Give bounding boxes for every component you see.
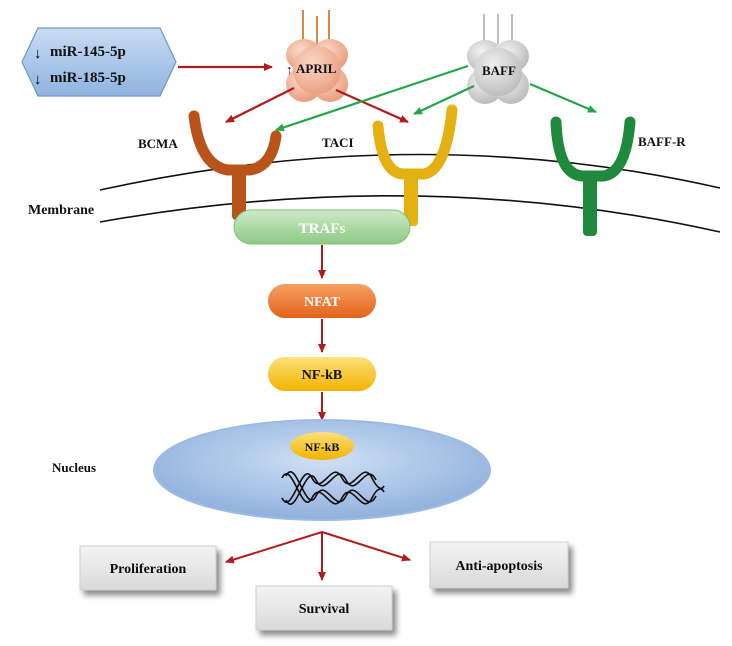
april-up-arrow: ↑ [286,62,293,77]
membrane-outer-line [99,153,721,191]
nucleus-nfkb-node [290,432,354,460]
nfat-node: NFAT [268,284,376,318]
nfkb-node: NF-kB [268,357,376,391]
baffr-label: BAFF-R [638,134,686,149]
mirna-label-1: miR-145-5p [50,44,126,60]
mirna-arrow-1: ↓ [34,46,42,62]
nfkb-label: NF-kB [302,368,342,383]
baff-label: BAFF [482,63,516,78]
arrow-to-proliferation [225,531,323,564]
arrow-baff-to-taci [413,85,475,115]
taci-label: TACI [322,135,354,150]
baff-ligand: BAFF [467,14,529,104]
bcma-receptor [188,110,282,220]
arrow-baff-to-bcma [275,64,469,132]
bcma-label: BCMA [138,136,178,151]
survival-box: Survival [255,585,393,631]
proliferation-box: Proliferation [79,545,217,591]
taci-receptor [372,104,458,226]
arrow-to-anti-apoptosis [321,531,411,562]
nfat-label: NFAT [304,295,341,310]
survival-label: Survival [299,602,350,617]
april-ligand: ↑ APRIL [286,10,348,102]
mirna-label-2: miR-185-5p [50,70,126,86]
baffr-receptor [550,116,636,236]
nucleus: NF-kB [153,419,491,521]
arrow-baff-to-baffr [529,82,597,114]
nucleus-nfkb-label: NF-kB [305,440,340,454]
april-label: APRIL [296,61,337,76]
anti-apoptosis-label: Anti-apoptosis [455,559,543,574]
dna-helix-icon [281,471,385,505]
arrow-april-to-bcma [225,87,295,123]
proliferation-label: Proliferation [110,562,187,577]
mirna-arrow-2: ↓ [34,72,42,88]
arrow-april-to-taci [335,88,409,124]
anti-apoptosis-box: Anti-apoptosis [429,541,569,589]
membrane-label: Membrane [28,203,94,218]
trafs-node: TRAFs [233,209,411,245]
nucleus-label: Nucleus [52,460,96,475]
mirna-box: ↓ miR-145-5p ↓ miR-185-5p [21,27,177,97]
trafs-label: TRAFs [299,221,346,237]
